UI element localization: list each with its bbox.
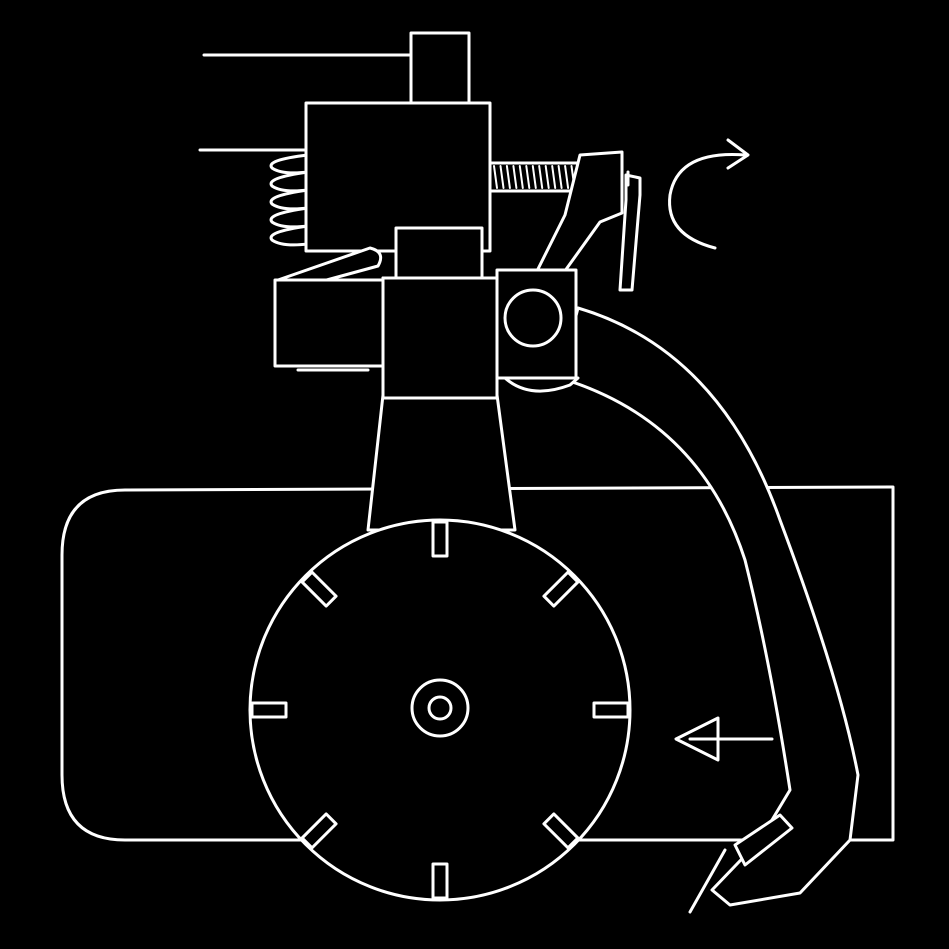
rotation-arrowhead-icon (726, 138, 750, 170)
pivot-block (495, 268, 578, 380)
screw-thread (499, 165, 505, 189)
lever-pin (618, 173, 642, 292)
screw-thread (564, 165, 570, 189)
adjustment-lever (533, 150, 624, 277)
screw-thread (531, 165, 537, 189)
wheel-tick-mark (542, 812, 580, 850)
top-cap-block (409, 31, 471, 105)
guide-arm-tip (733, 813, 794, 867)
adjustment-screw (488, 161, 584, 193)
wheel-tick-mark (592, 701, 630, 719)
screw-thread (551, 165, 557, 189)
wheel-hub (410, 678, 470, 738)
wheel-tick-mark (250, 701, 288, 719)
feed-arrowhead-icon (674, 716, 720, 762)
screw-thread (538, 165, 544, 189)
screw-thread (544, 165, 550, 189)
column-head-outline (381, 276, 499, 397)
screw-thread (557, 165, 563, 189)
screw-thread (493, 165, 498, 189)
guide-arm-point (688, 848, 727, 914)
wheel-axle (427, 695, 453, 721)
wheel-tick-mark (542, 570, 580, 608)
screw-thread (512, 165, 518, 189)
guide-arm (558, 306, 860, 907)
pivot-hole (503, 288, 563, 348)
wheel-tick-mark (300, 570, 338, 608)
left-clamp-block (273, 278, 385, 368)
center-clamp-block (394, 226, 484, 280)
wheel-tick-mark (300, 812, 338, 850)
column-head (381, 276, 499, 400)
wheel-tick-mark (431, 520, 449, 558)
screw-thread (518, 165, 524, 189)
grinding-wheel (248, 518, 632, 902)
upper-housing-block (304, 101, 492, 253)
rotation-direction-arrow (668, 153, 747, 250)
pivot-bracket (503, 376, 580, 393)
wheel-tick-mark (431, 862, 449, 900)
compression-spring (269, 153, 310, 247)
screw-thread (505, 165, 511, 189)
screw-thread (525, 165, 531, 189)
